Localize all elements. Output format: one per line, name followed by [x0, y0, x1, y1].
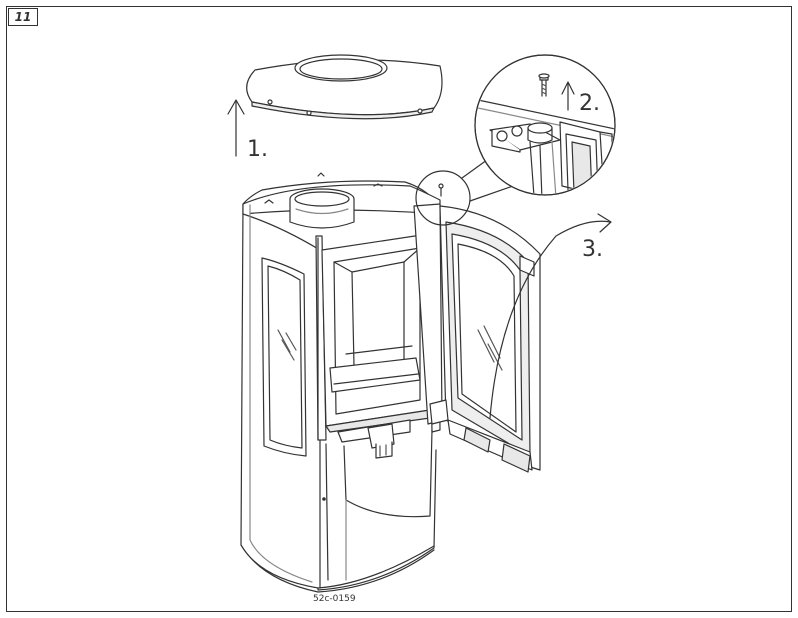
lift-arrow-step-2 — [561, 81, 575, 111]
step-label-3: 3. — [582, 237, 603, 262]
diagram-frame — [6, 6, 792, 612]
hinge-detail-zoom — [474, 54, 616, 196]
step-number-badge: 11 — [8, 8, 38, 26]
lift-arrow-step-1 — [227, 99, 245, 157]
hinge-screw — [438, 183, 444, 197]
part-code-label: 52c-0159 — [313, 594, 356, 604]
stove-body — [240, 172, 441, 593]
stove-door — [413, 203, 541, 473]
step-label-2: 2. — [579, 91, 600, 116]
swing-arrow-step-3 — [489, 213, 612, 419]
detail-callout-circle — [415, 170, 471, 226]
top-cover-plate — [246, 54, 443, 120]
step-label-1: 1. — [247, 137, 268, 162]
